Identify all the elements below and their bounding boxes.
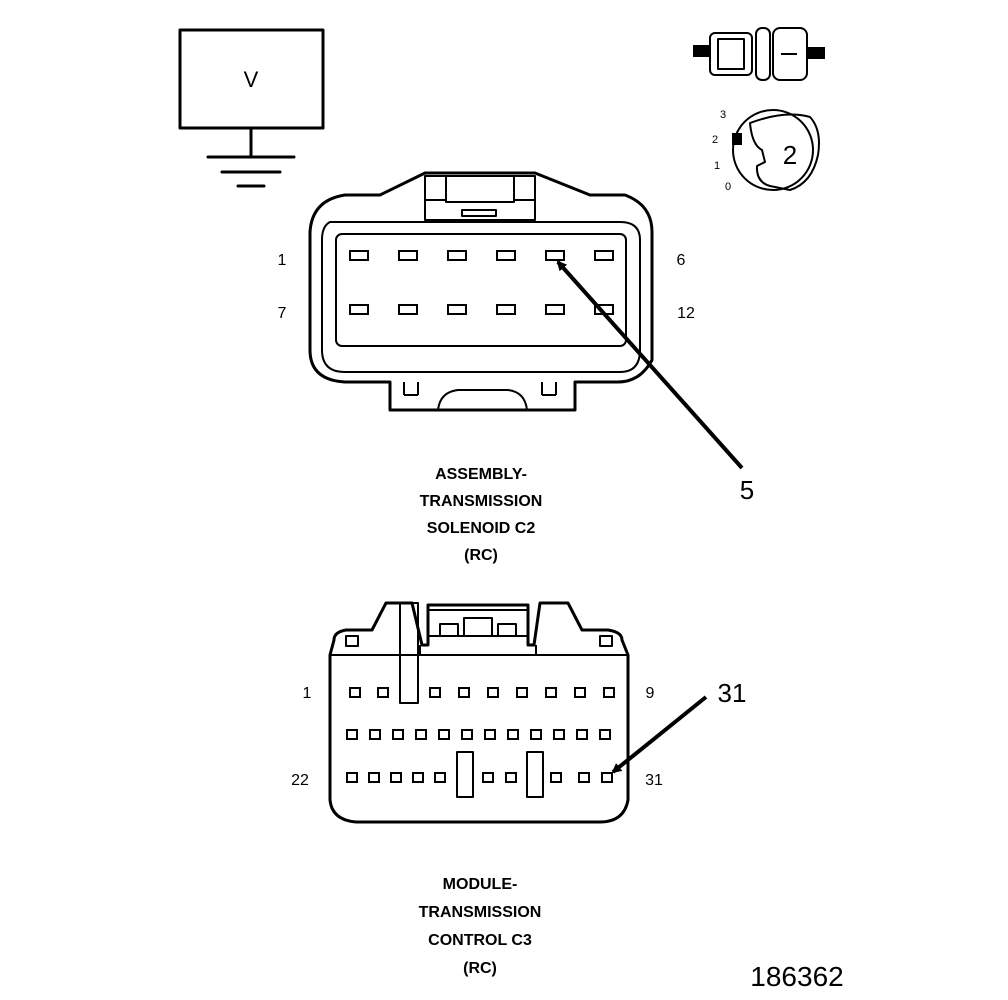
c3-pin-15	[461, 729, 473, 740]
connector-c3: 1 9 22 31	[291, 601, 663, 824]
c3-pin-31	[601, 772, 613, 783]
c3-pin-26	[434, 772, 446, 783]
callout-31-arrow: 31	[611, 678, 747, 774]
c3-caption-line-1: MODULE-	[443, 876, 518, 893]
connector-c3-pins	[346, 687, 615, 783]
c2-pin-3	[447, 250, 467, 261]
c2-pin-9	[447, 304, 467, 315]
c3-pin-8	[574, 687, 586, 698]
c3-pin-6	[516, 687, 528, 698]
c2-caption-line-1: ASSEMBLY-	[435, 466, 527, 483]
c2-pin-4	[496, 250, 516, 261]
ignition-position-0: 0	[725, 181, 731, 193]
connector-c2-latch	[424, 175, 536, 221]
c2-pin-6	[594, 250, 614, 261]
c3-pin-24	[390, 772, 402, 783]
voltmeter-symbol: V	[178, 28, 325, 159]
c3-pin-1	[349, 687, 361, 698]
c3-caption-line-2: TRANSMISSION	[419, 904, 542, 921]
c3-pin-3	[429, 687, 441, 698]
c3-pin-label-22: 22	[291, 772, 309, 789]
callout-5-arrow: 5	[556, 260, 754, 505]
c3-pin-16	[484, 729, 496, 740]
connector-c3-left-guide	[345, 602, 419, 704]
c2-pin-label-6: 6	[677, 252, 686, 269]
ignition-selected-position: 2	[783, 140, 797, 170]
c3-pin-10	[346, 729, 358, 740]
c2-pin-label-1: 1	[278, 252, 287, 269]
connector-c2: 1 6 7 12	[278, 171, 695, 412]
c2-pin-label-7: 7	[278, 305, 287, 322]
c3-pin-12	[392, 729, 404, 740]
connector-c3-key-posts	[456, 751, 544, 798]
connector-c2-pins	[349, 250, 614, 315]
c2-pin-8	[398, 304, 418, 315]
c2-caption-line-3: SOLENOID C2	[427, 520, 536, 537]
c3-pin-30	[578, 772, 590, 783]
c3-pin-25	[412, 772, 424, 783]
c3-pin-20	[576, 729, 588, 740]
c3-pin-2	[377, 687, 389, 698]
c3-pin-5	[487, 687, 499, 698]
c3-pin-label-31: 31	[645, 772, 663, 789]
c3-pin-27	[482, 772, 494, 783]
c3-caption-line-4: (RC)	[463, 960, 497, 977]
back-probe-tool-icon	[693, 27, 825, 81]
c3-pin-22	[346, 772, 358, 783]
c2-caption-line-4: (RC)	[464, 547, 498, 564]
c3-pin-11	[369, 729, 381, 740]
ignition-position-2: 2	[712, 134, 718, 146]
c2-pin-7	[349, 304, 369, 315]
c2-pin-5	[545, 250, 565, 261]
ignition-position-1: 1	[714, 160, 720, 172]
c3-pin-23	[368, 772, 380, 783]
c2-pin-2	[398, 250, 418, 261]
connector-c2-bottom-keys	[403, 382, 557, 411]
c3-pin-9	[603, 687, 615, 698]
ground-icon	[206, 155, 296, 188]
ignition-switch-icon: 3 2 1 0 2	[712, 109, 820, 193]
c3-pin-label-9: 9	[646, 685, 655, 702]
c3-pin-7	[545, 687, 557, 698]
connector-c3-right-guide	[599, 635, 613, 647]
connector-c2-caption: ASSEMBLY- TRANSMISSION SOLENOID C2 (RC)	[420, 466, 543, 564]
c3-pin-14	[438, 729, 450, 740]
c3-pin-21	[599, 729, 611, 740]
callout-31-label: 31	[718, 678, 747, 708]
c3-caption-line-3: CONTROL C3	[428, 932, 532, 949]
c3-pin-18	[530, 729, 542, 740]
ignition-position-3: 3	[720, 109, 726, 121]
c2-caption-line-2: TRANSMISSION	[420, 493, 543, 510]
c3-pin-label-1: 1	[303, 685, 312, 702]
connector-c3-caption: MODULE- TRANSMISSION CONTROL C3 (RC)	[419, 876, 542, 977]
c3-pin-17	[507, 729, 519, 740]
c2-pin-label-12: 12	[677, 305, 695, 322]
c3-pin-19	[553, 729, 565, 740]
voltmeter-label: V	[244, 67, 259, 92]
c3-pin-4	[458, 687, 470, 698]
figure-number: 186362	[750, 961, 843, 992]
c2-pin-10	[496, 304, 516, 315]
c3-pin-28	[505, 772, 517, 783]
callout-5-label: 5	[740, 475, 754, 505]
connector-c3-latch	[419, 609, 537, 655]
c3-pin-13	[415, 729, 427, 740]
c2-pin-1	[349, 250, 369, 261]
c2-pin-11	[545, 304, 565, 315]
c3-pin-29	[550, 772, 562, 783]
